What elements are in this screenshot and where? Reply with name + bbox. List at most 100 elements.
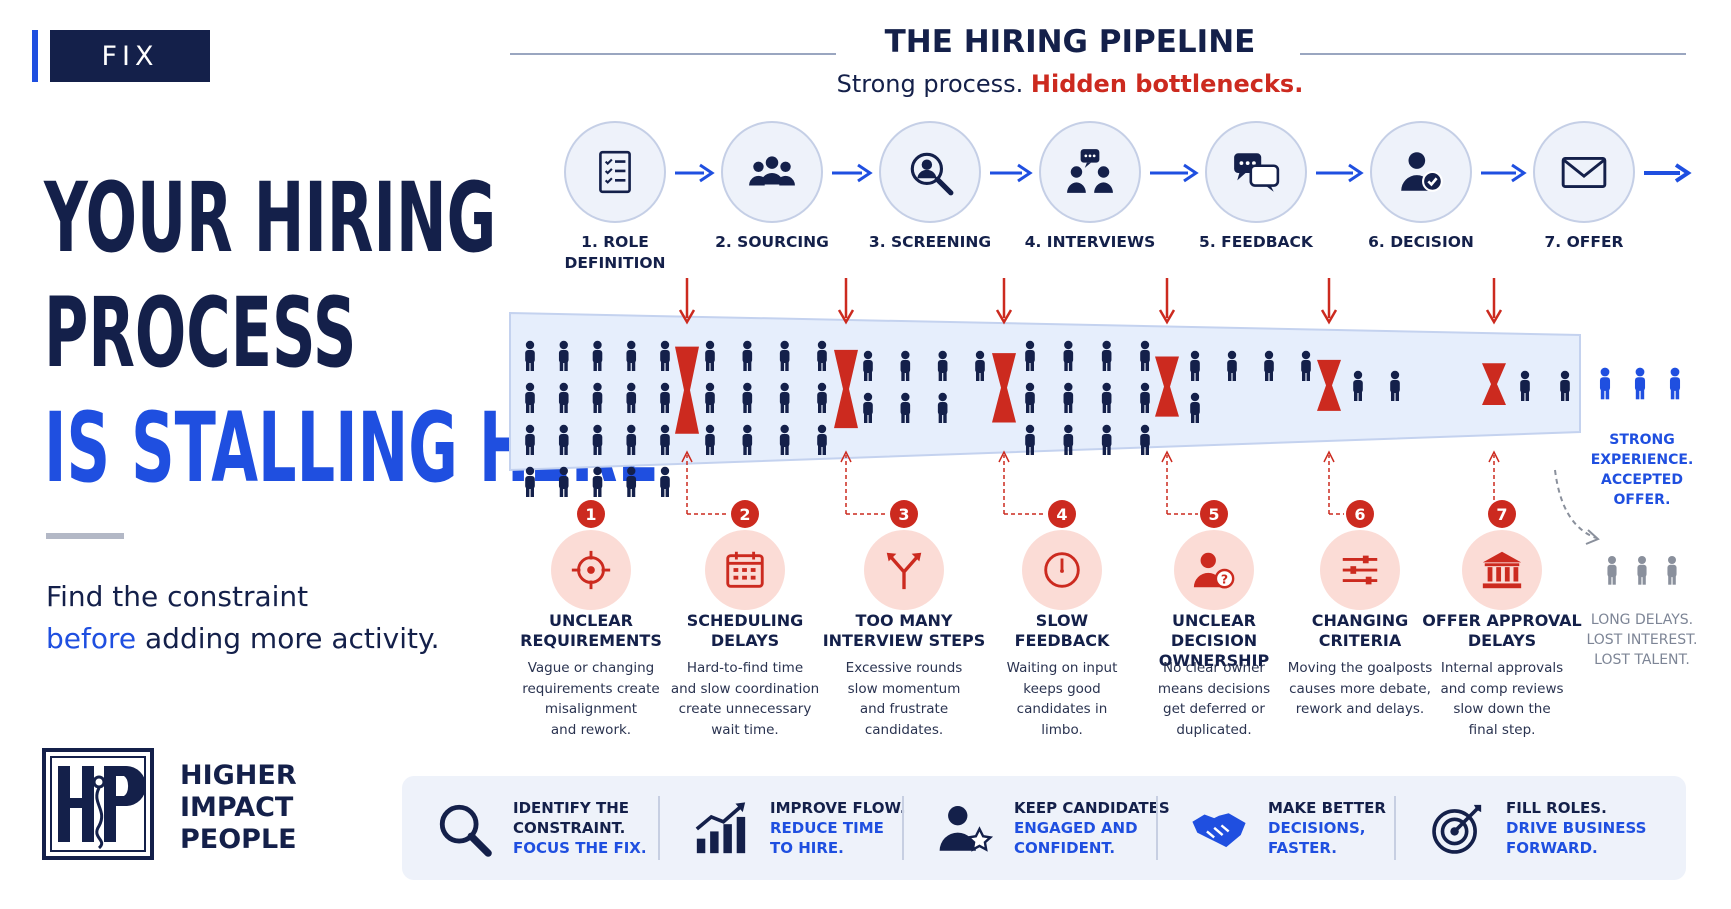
bottleneck-icon-circle [864, 530, 944, 610]
flow-arrow-head [699, 163, 715, 183]
bottleneck-number: 6 [1346, 500, 1374, 528]
magnifier-icon [439, 804, 492, 857]
person-icon [900, 350, 911, 381]
person-icon [626, 424, 637, 455]
description-line: No clear owner [1163, 660, 1265, 676]
strong-outcome: STRONG EXPERIENCE. ACCEPTED OFFER. [1572, 430, 1712, 510]
person-icon [937, 350, 948, 381]
person-icon [660, 424, 670, 455]
bottleneck-number: 2 [731, 500, 759, 528]
person-icon [779, 340, 790, 371]
person-icon [1669, 367, 1681, 400]
bottleneck-constriction [1482, 363, 1506, 406]
description-line: causes more debate, [1289, 680, 1431, 697]
bottleneck-arrow-head [1320, 309, 1338, 325]
divider [46, 533, 124, 539]
person-icon [1390, 370, 1400, 401]
person-icon [660, 382, 670, 413]
bottleneck-arrow-head [995, 309, 1013, 325]
description-line: Moving the goalposts [1287, 660, 1433, 676]
bottleneck-title: SLOW FEEDBACK [1014, 611, 1110, 650]
person-icon [817, 340, 827, 371]
description-line: limbo. [1041, 721, 1083, 738]
description-line: slow down the [1453, 701, 1551, 717]
bottleneck-constriction [1317, 359, 1341, 411]
bottleneck-number: 5 [1200, 500, 1228, 528]
person-icon [1025, 340, 1035, 371]
person-icon [660, 340, 670, 371]
flow-arrow-head [1348, 163, 1364, 183]
benefit-separator [1394, 796, 1396, 860]
benefit-line: DECISIONS, [1268, 819, 1366, 837]
person-icon [1025, 382, 1035, 413]
person-icon [592, 340, 603, 371]
stage-circle [879, 121, 981, 223]
benefit-separator [658, 796, 660, 860]
person-icon [779, 424, 790, 455]
description-line: slow momentum [847, 680, 961, 697]
stage-circle [564, 121, 666, 223]
description-line: Hard-to-find time [686, 660, 804, 676]
bottleneck-number: 1 [577, 500, 605, 528]
bottleneck-title: SCHEDULING DELAYS [686, 611, 804, 650]
magnifier-person-icon [910, 152, 954, 196]
description-line: means decisions [1157, 680, 1271, 697]
bottleneck-title: UNCLEAR REQUIREMENTS [520, 611, 662, 650]
person-icon [1667, 556, 1677, 585]
flow-arrow-head [1183, 163, 1199, 183]
people-group-icon [749, 156, 795, 186]
stage-label: 2. SOURCING [715, 233, 829, 251]
bottleneck-icon-circle: ? [1174, 530, 1254, 610]
bottleneck-icon-circle [1022, 530, 1102, 610]
bottleneck-number: 4 [1048, 500, 1076, 528]
svg-text:?: ? [1221, 571, 1228, 586]
person-icon [900, 392, 911, 423]
clock-icon [1044, 552, 1080, 588]
envelope-icon [1561, 157, 1607, 189]
bottleneck-arrow-head [1158, 309, 1176, 325]
stage-label: 6. DECISION [1368, 233, 1474, 251]
person-icon [1101, 382, 1112, 413]
hip-logo [42, 748, 154, 860]
lost-line-3: LOST TALENT. [1594, 652, 1690, 668]
person-icon [863, 350, 873, 381]
user-check-icon [1401, 152, 1443, 192]
tagline-highlight: before [46, 622, 137, 655]
strong-line-3: ACCEPTED OFFER. [1601, 472, 1683, 508]
benefit-line: IDENTIFY THE [513, 799, 630, 817]
dashed-arrow-head [1488, 450, 1500, 463]
handshake-icon [1192, 813, 1246, 848]
bottleneck-constriction [992, 353, 1016, 423]
person-icon [1101, 424, 1112, 455]
lost-line-2: LOST INTEREST. [1586, 632, 1698, 648]
flow-arrow-head [857, 163, 873, 183]
benefit-line: CONSTRAINT. [513, 819, 626, 837]
benefits-panel [402, 776, 1686, 880]
person-icon [525, 340, 535, 371]
benefit-line: REDUCE TIME [770, 819, 884, 837]
person-icon [975, 350, 985, 381]
dashed-arrow-head [1323, 450, 1335, 463]
person-icon [1140, 424, 1150, 455]
benefit-line: FORWARD. [1506, 839, 1598, 857]
header-rule-right [1300, 53, 1686, 55]
bottleneck-icon-circle [1462, 530, 1542, 610]
flow-arrow-head [1674, 163, 1692, 183]
header-rule-left [510, 53, 836, 55]
fix-badge: FIX [50, 30, 210, 82]
description-line: get deferred or [1163, 701, 1265, 717]
description-line: requirements create [522, 680, 660, 697]
person-icon [1025, 424, 1035, 455]
benefit-line: MAKE BETTER [1268, 799, 1386, 817]
benefit-line: FASTER. [1268, 839, 1337, 857]
person-icon [1301, 350, 1311, 381]
tagline: Find the constraint before adding more a… [46, 576, 439, 660]
benefit-icon [1428, 800, 1486, 862]
person-icon [937, 392, 948, 423]
person-icon [558, 340, 569, 371]
